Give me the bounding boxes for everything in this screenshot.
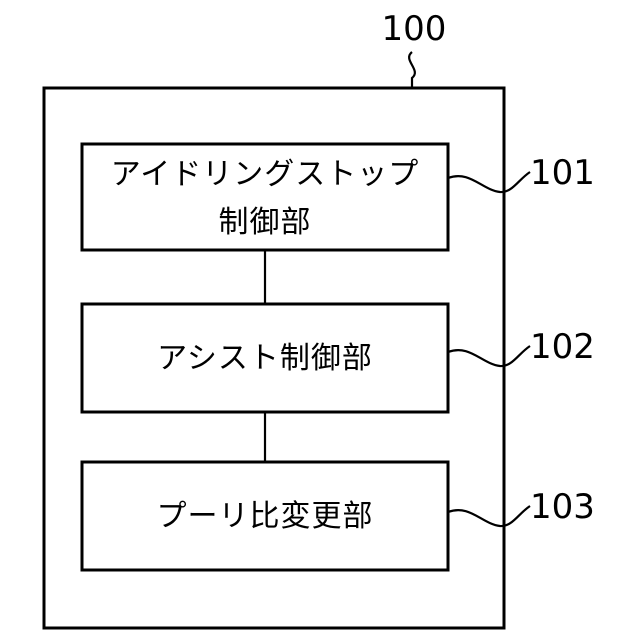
ref-102-leader: [448, 346, 530, 366]
ref-101-label: 101: [530, 153, 595, 193]
outer-ref-leader: [409, 52, 415, 88]
block-idling-stop-label-line2: 制御部: [219, 205, 312, 240]
ref-103-label: 103: [530, 487, 595, 527]
ref-101-leader: [448, 172, 530, 192]
ref-103-leader: [448, 506, 530, 526]
block-assist-label: アシスト制御部: [157, 341, 373, 376]
ref-102-label: 102: [530, 327, 595, 367]
block-pulley-ratio-label: プーリ比変更部: [157, 499, 374, 534]
outer-ref-label: 100: [382, 9, 447, 49]
block-idling-stop-label-line1: アイドリングストップ: [111, 157, 420, 192]
